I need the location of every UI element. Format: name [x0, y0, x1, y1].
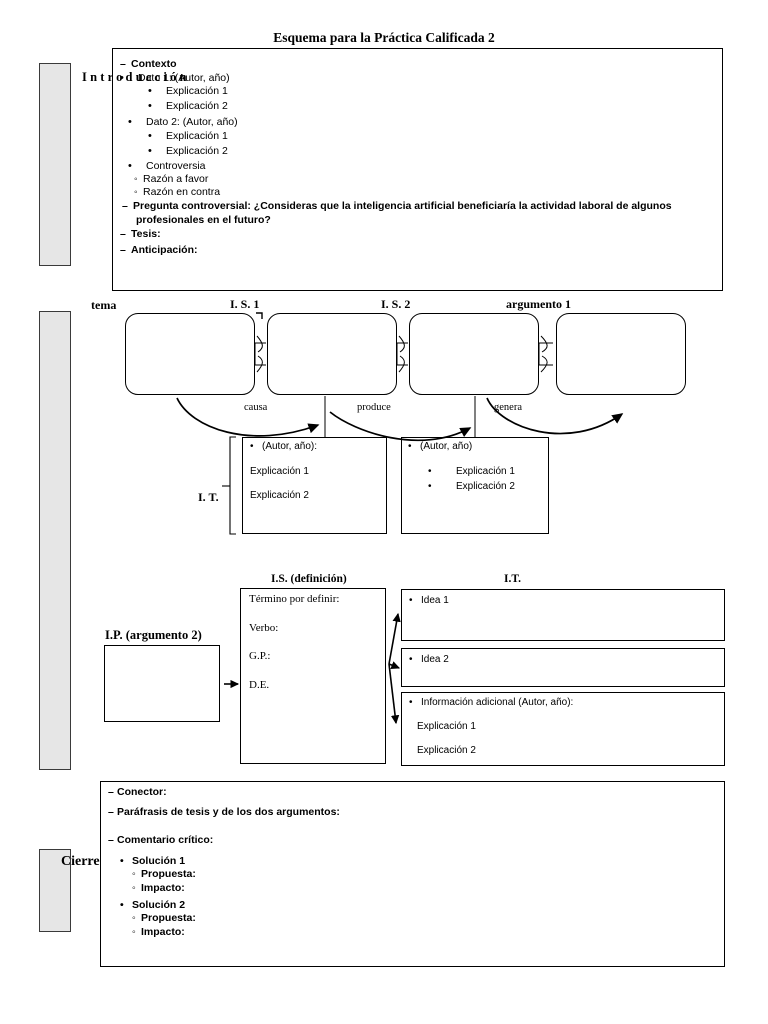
intro-item-dato1-exp1: Explicación 1 [148, 85, 228, 97]
idea-1-text: Idea 1 [409, 595, 449, 606]
diagram-box-is1 [267, 313, 397, 395]
cierre-solucion-2-impacto: Impacto: [132, 926, 185, 938]
idea-2-text: Idea 2 [409, 654, 449, 665]
connector-label-genera: genera [494, 402, 522, 413]
intro-item-razon-en-contra: Razón en contra [134, 186, 220, 198]
connector-label-causa: causa [244, 402, 268, 413]
diagram-label-it-seccion2: I. T. [198, 490, 219, 504]
chevron-connector-2 [396, 335, 408, 373]
evidence-2-explicacion-2: Explicación 2 [428, 481, 515, 492]
intro-item-razon-a-favor: Razón a favor [134, 173, 208, 185]
cierre-item-parafrasis: Paráfrasis de tesis y de los dos argumen… [108, 806, 340, 818]
is-definicion-box [240, 588, 386, 764]
evidence-1-explicacion-2: Explicación 2 [250, 490, 309, 501]
info-adicional-text: Información adicional (Autor, año): [409, 697, 573, 708]
evidence-1-autor: (Autor, año): [250, 441, 317, 452]
diagram-nub [256, 312, 263, 319]
cierre-item-solucion-2: Solución 2 [120, 899, 185, 911]
section-bar-introduccion [39, 63, 71, 266]
info-adicional-explicacion-2: Explicación 2 [417, 745, 476, 756]
intro-item-controversia: Controversia [128, 160, 206, 172]
diagram-label-argumento1: argumento 1 [506, 297, 571, 311]
definicion-verbo: Verbo: [249, 622, 279, 634]
section-bar-cierre [39, 849, 71, 932]
connector-label-produce: produce [357, 402, 391, 413]
intro-item-contexto: Contexto [120, 58, 177, 70]
ip-argumento2-box [104, 645, 220, 722]
evidence-2-explicacion-1: Explicación 1 [428, 466, 515, 477]
it-bracket-left [229, 436, 236, 535]
cierre-solucion-2-propuesta: Propuesta: [132, 912, 196, 924]
definicion-gp: G.P.: [249, 650, 271, 662]
definicion-de: D.E. [249, 679, 270, 691]
intro-item-pregunta-controversial: –Pregunta controversial: ¿Consideras que… [122, 200, 714, 228]
intro-item-dato1: Dato 1: (Autor, año) [120, 72, 230, 84]
arrow-is-to-idea1 [388, 612, 401, 665]
page-title: Esquema para la Práctica Calificada 2 [273, 30, 495, 45]
intro-item-dato2: Dato 2: (Autor, año) [128, 116, 238, 128]
sec3-label-ip-argumento2: I.P. (argumento 2) [105, 628, 202, 642]
cierre-item-comentario-critico: Comentario crítico: [108, 834, 213, 846]
cierre-solucion-1-propuesta: Propuesta: [132, 868, 196, 880]
chevron-connector-1 [254, 335, 266, 373]
idea-2-box [401, 648, 725, 687]
section-label-cierre: Cierre [61, 854, 100, 869]
intro-item-dato2-exp2: Explicación 2 [148, 145, 228, 157]
intro-item-dato2-exp1: Explicación 1 [148, 130, 228, 142]
evidence-2-autor: (Autor, año) [408, 441, 472, 452]
intro-item-tesis: Tesis: [120, 228, 161, 240]
diagram-box-tema [125, 313, 255, 395]
diagram-label-tema: tema [91, 298, 117, 312]
diagram-label-is2: I. S. 2 [381, 297, 411, 311]
chevron-connector-3 [538, 335, 553, 373]
idea-1-box [401, 589, 725, 641]
evidence-1-explicacion-1: Explicación 1 [250, 466, 309, 477]
intro-item-anticipacion: Anticipación: [120, 244, 198, 256]
sec3-label-is-definicion: I.S. (definición) [271, 573, 347, 585]
definicion-termino: Término por definir: [249, 593, 340, 605]
cierre-item-conector: Conector: [108, 786, 167, 798]
section-bar-desarrollo [39, 311, 71, 770]
sec3-label-it: I.T. [504, 573, 522, 585]
cierre-item-solucion-1: Solución 1 [120, 855, 185, 867]
diagram-box-is2 [409, 313, 539, 395]
evidence-box-1 [242, 437, 387, 534]
cierre-solucion-1-impacto: Impacto: [132, 882, 185, 894]
intro-item-dato1-exp2: Explicación 2 [148, 100, 228, 112]
diagram-label-is1: I. S. 1 [230, 297, 260, 311]
diagram-box-argumento1 [556, 313, 686, 395]
info-adicional-explicacion-1: Explicación 1 [417, 721, 476, 732]
pregunta-line-1: Pregunta controversial: ¿Consideras que … [133, 200, 672, 212]
arrow-is-to-idea2 [388, 661, 401, 670]
arrow-is-to-info [388, 663, 400, 725]
pregunta-line-2: profesionales en el futuro? [136, 213, 271, 226]
